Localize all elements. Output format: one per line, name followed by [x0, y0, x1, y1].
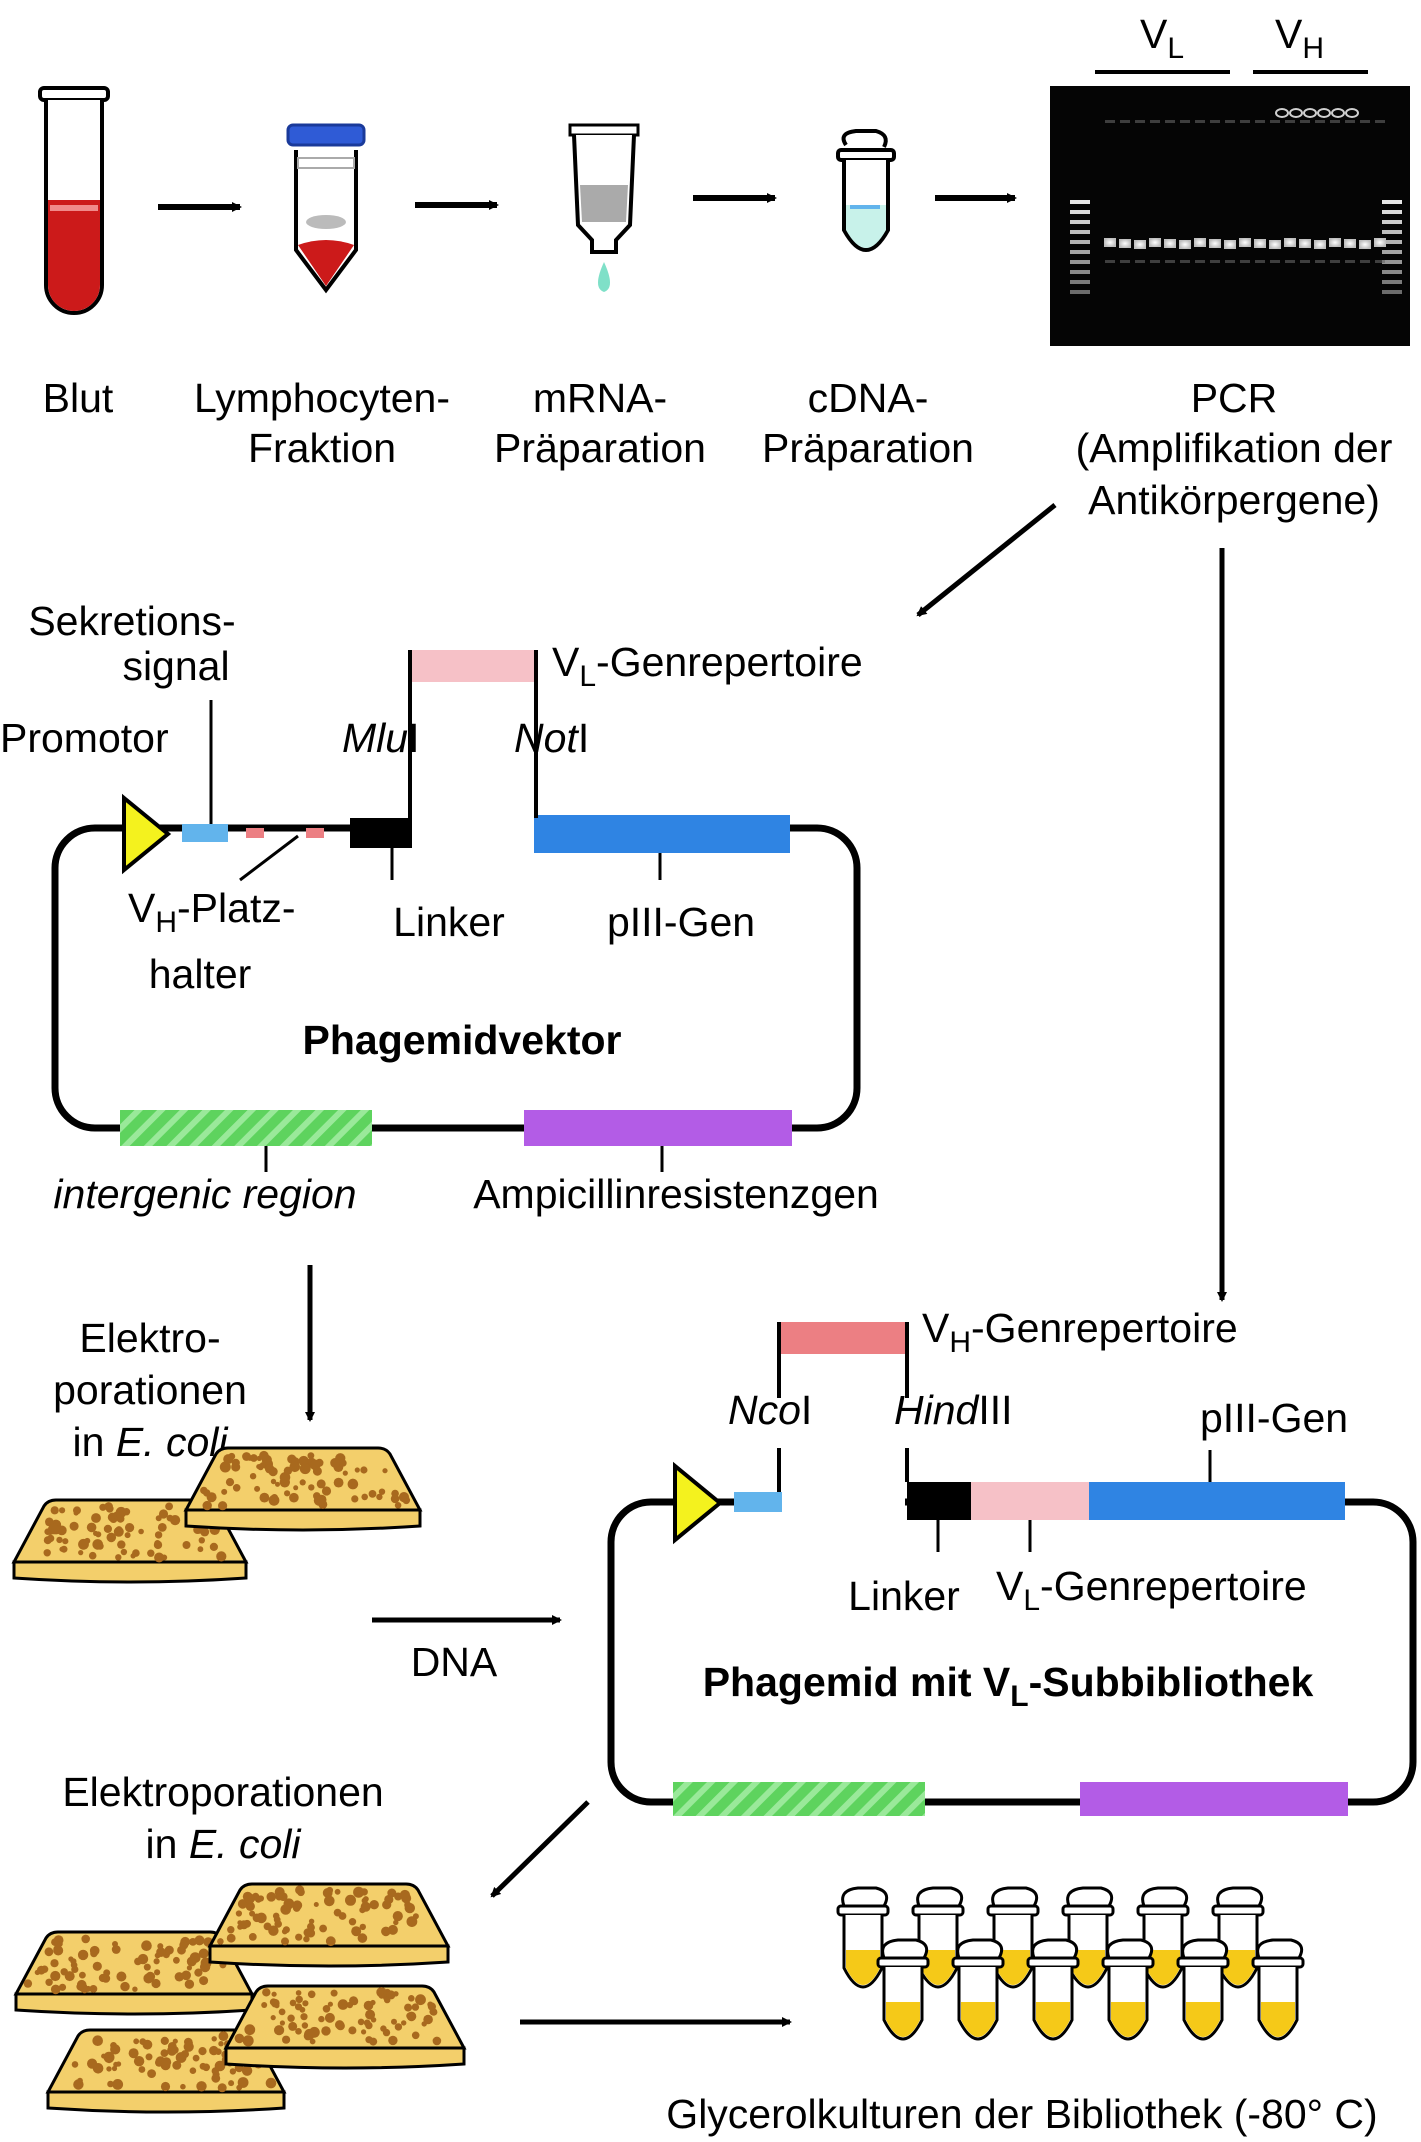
- label-lymphocyten-2: Fraktion: [248, 425, 396, 471]
- label-not: NotI: [514, 715, 589, 761]
- label-intergenic: intergenic region: [53, 1171, 356, 1217]
- glycerol-tube-icon: [1061, 1886, 1115, 1989]
- ampicillin-bar: [524, 1110, 792, 1146]
- piii-gene-bar-2: [1089, 1482, 1345, 1520]
- glycerol-tube-icon: [1211, 1886, 1265, 1989]
- vh-placeholder-bar-1: [246, 828, 264, 838]
- label-sekretion-2: signal: [122, 643, 229, 689]
- label-ampicillin: Ampicillinresistenzgen: [473, 1171, 879, 1217]
- agar-plates-group-2: [13, 1882, 467, 2114]
- label-pcr-1: PCR: [1191, 375, 1278, 421]
- arrows-top-row: [158, 193, 1017, 212]
- label-sekretion-1: Sekretions-: [28, 598, 235, 644]
- label-vh-platzhalter-1: VH-Platz-: [128, 885, 296, 939]
- agar-plate-icon: [183, 1446, 423, 1532]
- intergenic-region-bar: [120, 1110, 372, 1146]
- label-vh-platzhalter-2: halter: [149, 951, 252, 997]
- spin-column-icon: [568, 123, 640, 292]
- eppendorf-tube-icon: [836, 129, 896, 252]
- vl-genrepertoire-bar-2: [971, 1482, 1089, 1520]
- glycerol-tube-icon: [986, 1886, 1040, 1989]
- label-pcr-2: (Amplifikation der: [1076, 425, 1393, 471]
- label-electro2-2: in E. coli: [146, 1821, 303, 1867]
- centrifuge-tube-icon: [286, 123, 366, 294]
- glycerol-tube-icon: [951, 1938, 1005, 2041]
- glycerol-tube-icon: [1176, 1938, 1230, 2041]
- glycerol-tube-icon: [836, 1886, 890, 1989]
- label-linker-2: Linker: [848, 1573, 960, 1619]
- label-electro1-1: Elektro-: [79, 1315, 220, 1361]
- glycerol-tube-icon: [1101, 1938, 1155, 2041]
- arrow-vector2-to-electro: [490, 1800, 590, 1898]
- label-nco: NcoI: [728, 1387, 812, 1433]
- label-cdna-1: cDNA-: [808, 375, 929, 421]
- promotor-triangle-icon-2: [673, 1461, 724, 1545]
- agar-plates-group-1: [11, 1446, 423, 1584]
- glycerol-tubes-group: [836, 1886, 1305, 2041]
- label-piii-1: pIII-Gen: [607, 899, 755, 945]
- label-electro1-2: porationen: [53, 1367, 247, 1413]
- blood-tube-icon: [38, 86, 110, 315]
- arrow-pcr-to-vector1: [916, 503, 1057, 617]
- promotor-triangle-icon: [122, 793, 172, 875]
- label-vl-genrepertoire-1: VL-Genrepertoire: [552, 639, 863, 693]
- agar-plate-icon: [45, 2028, 287, 2114]
- label-electro2-1: Elektroporationen: [62, 1769, 383, 1815]
- label-promotor: Promotor: [0, 715, 169, 761]
- pcr-gel-image: [1050, 86, 1410, 346]
- label-dna: DNA: [411, 1639, 498, 1685]
- label-hind: HindIII: [894, 1387, 1013, 1433]
- label-vl-genrepertoire-2: VL-Genrepertoire: [996, 1563, 1307, 1617]
- piii-gene-bar: [534, 815, 790, 853]
- label-vh-genrepertoire-2: VH-Genrepertoire: [922, 1305, 1238, 1359]
- label-mrna-1: mRNA-: [533, 375, 667, 421]
- label-phagemid-mit-vl: Phagemid mit VL-Subbibliothek: [703, 1659, 1314, 1713]
- phagemid-vector-2: [607, 1322, 1417, 1816]
- glycerol-tube-icon: [1251, 1938, 1305, 2041]
- gel-label-vh: VH: [1275, 11, 1324, 65]
- phagemid-vector-1: [51, 650, 861, 1172]
- label-mlu: MluI: [342, 715, 419, 761]
- agar-plate-icon: [207, 1882, 451, 1968]
- label-glycerol: Glycerolkulturen der Bibliothek (-80° C): [666, 2091, 1377, 2137]
- linker-bar: [350, 818, 412, 848]
- label-piii-2: pIII-Gen: [1200, 1395, 1348, 1441]
- vl-genrepertoire-bar: [412, 650, 534, 682]
- label-mrna-2: Präparation: [494, 425, 706, 471]
- sekretion-signal-bar-2: [734, 1492, 782, 1512]
- label-phagemidvektor: Phagemidvektor: [303, 1017, 622, 1063]
- label-electro1-3: in E. coli: [73, 1419, 230, 1465]
- linker-bar-2: [907, 1482, 971, 1520]
- agar-plate-icon: [223, 1984, 467, 2070]
- label-pcr-3: Antikörpergene): [1088, 477, 1380, 523]
- glycerol-tube-icon: [1026, 1938, 1080, 2041]
- label-blut: Blut: [43, 375, 114, 421]
- gel-label-vl: VL: [1140, 11, 1184, 65]
- vh-placeholder-bar-2: [306, 828, 324, 838]
- agar-plate-icon: [13, 1930, 255, 2016]
- glycerol-tube-icon: [911, 1886, 965, 1989]
- vh-genrepertoire-bar: [781, 1322, 905, 1354]
- glycerol-tube-icon: [876, 1938, 930, 2041]
- ampicillin-bar-2: [1080, 1782, 1348, 1816]
- label-cdna-2: Präparation: [762, 425, 974, 471]
- intergenic-region-bar-2: [673, 1782, 925, 1816]
- label-linker-1: Linker: [393, 899, 505, 945]
- label-lymphocyten-1: Lymphocyten-: [194, 375, 450, 421]
- sekretion-signal-bar: [182, 824, 228, 842]
